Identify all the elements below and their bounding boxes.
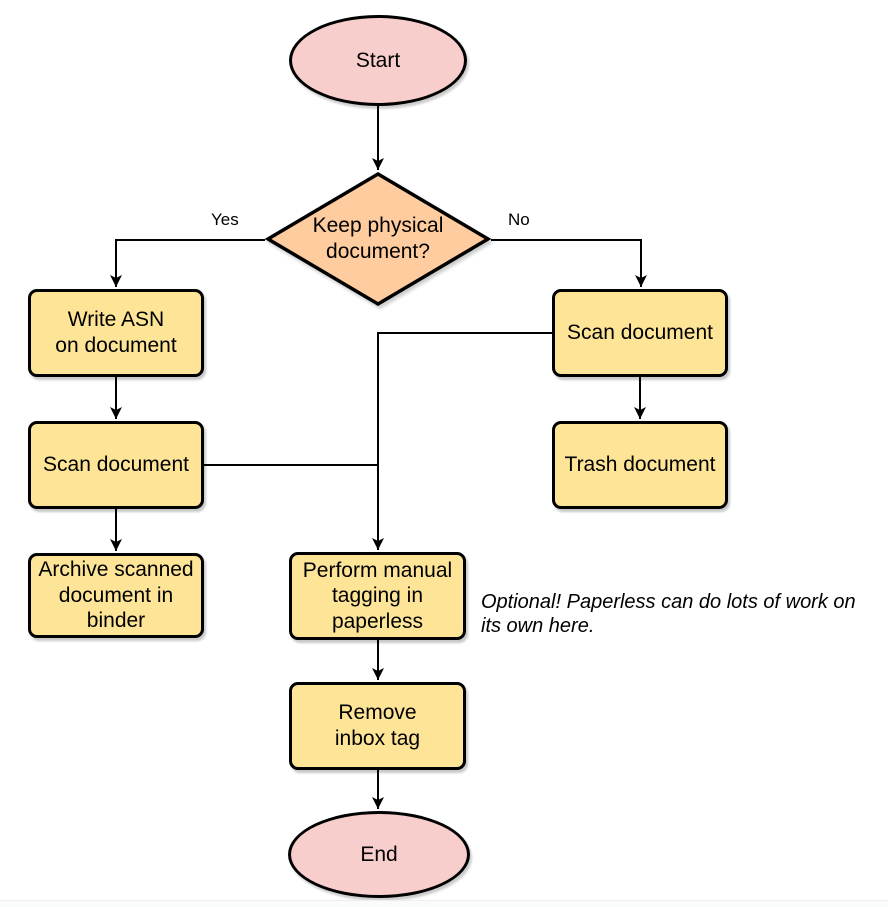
node-archive-in-binder: Archive scanned document in binder [28, 553, 204, 638]
edge-scan-trash-to-manual-tagging [372, 332, 552, 550]
node-scan-document-keep: Scan document [28, 421, 204, 509]
decision-label: Keep physical document? [312, 213, 444, 263]
node-end: End [288, 811, 470, 898]
node-scan-document-trash: Scan document [552, 289, 728, 377]
node-remove-inbox-tag: Remove inbox tag [289, 682, 466, 770]
edge-decision-no-to-scan [491, 239, 647, 287]
node-write-asn: Write ASN on document [28, 289, 204, 377]
bottom-edge-strip [0, 900, 888, 907]
node-trash-document: Trash document [552, 421, 728, 509]
edge-decision-yes-to-write-asn [110, 239, 265, 287]
node-decision: Keep physical document? [264, 171, 492, 307]
node-manual-tagging: Perform manual tagging in paperless [289, 552, 466, 640]
edge-label-no: No [508, 210, 530, 229]
decision-diamond-shape [264, 171, 492, 307]
edge-label-yes: Yes [211, 210, 239, 229]
node-start: Start [289, 15, 467, 106]
optional-note: Optional! Paperless can do lots of work … [481, 591, 856, 637]
